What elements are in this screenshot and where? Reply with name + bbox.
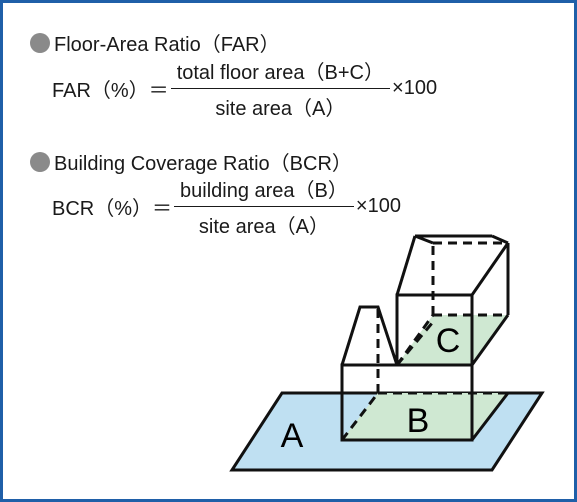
label-a: A xyxy=(281,417,304,455)
visible-edges xyxy=(340,234,510,442)
bcr-heading: Building Coverage Ratio（BCR） xyxy=(30,147,352,176)
far-fraction: total floor area（B+C） site area（A） xyxy=(170,56,391,121)
bcr-title: Building Coverage Ratio（BCR） xyxy=(54,153,352,175)
bcr-fraction: building area（B） site area（A） xyxy=(174,174,354,239)
far-numerator: total floor area（B+C） xyxy=(170,56,391,89)
bullet-icon xyxy=(30,32,50,53)
far-lhs: FAR（%）＝ xyxy=(52,80,169,102)
far-heading: Floor-Area Ratio（FAR） xyxy=(30,28,280,57)
far-formula: FAR（%）＝ total floor area（B+C） site area（… xyxy=(52,56,437,121)
far-title: Floor-Area Ratio（FAR） xyxy=(54,34,280,56)
bcr-denominator: site area（A） xyxy=(198,216,329,238)
bcr-numerator: building area（B） xyxy=(174,174,354,207)
label-c: C xyxy=(436,322,461,360)
bcr-multiplier: ×100 xyxy=(355,195,401,217)
label-b: B xyxy=(407,402,430,440)
building-footprint-b xyxy=(342,393,508,440)
bullet-icon xyxy=(30,151,50,172)
far-denominator: site area（A） xyxy=(215,98,346,120)
far-multiplier: ×100 xyxy=(392,77,438,99)
bcr-formula: BCR（%）＝ building area（B） site area（A） ×1… xyxy=(52,174,401,239)
bcr-lhs: BCR（%）＝ xyxy=(52,198,173,220)
